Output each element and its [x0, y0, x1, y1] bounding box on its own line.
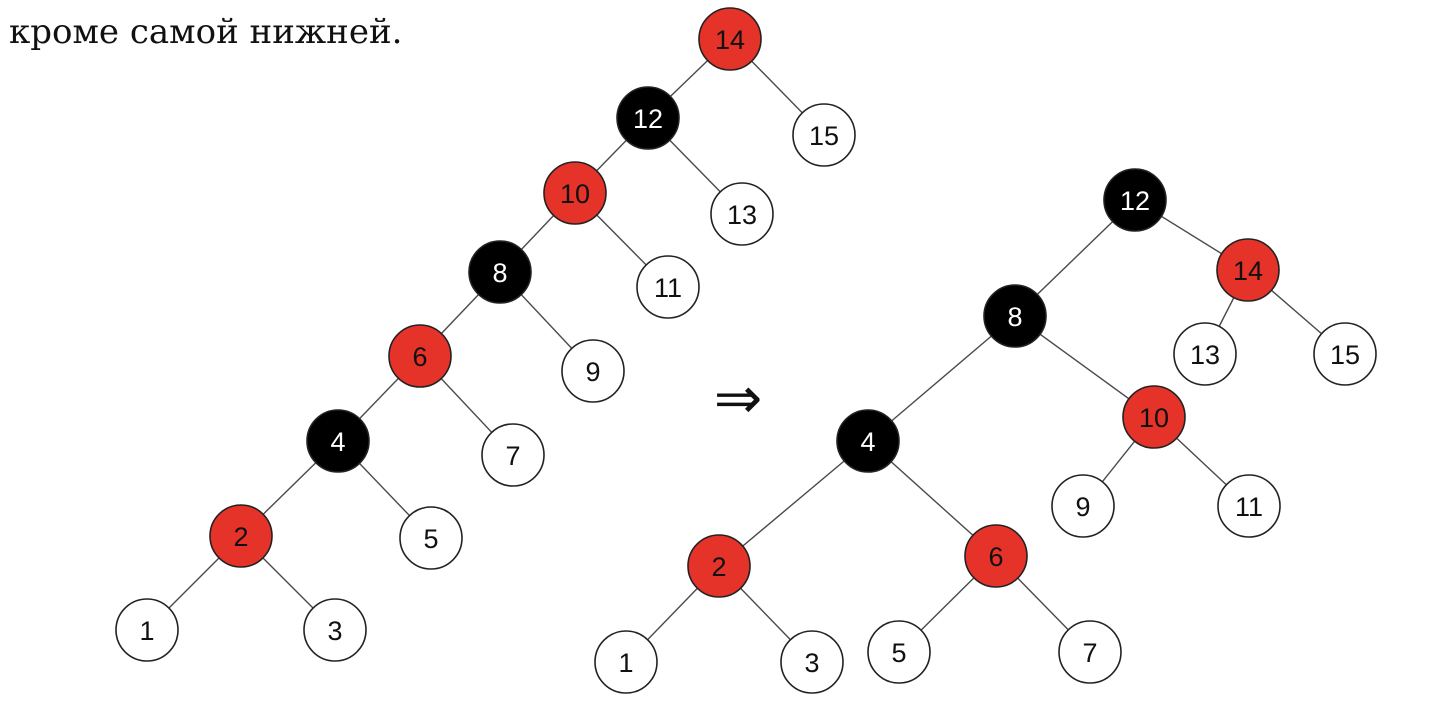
node-circle-white — [636, 255, 700, 319]
node-circle-red — [543, 161, 607, 225]
node-circle-white — [481, 423, 545, 487]
edge-4-2 — [718, 440, 869, 567]
tree-node-2: 2 — [687, 534, 751, 598]
node-label: 9 — [1075, 492, 1090, 522]
node-circle-black — [836, 409, 900, 473]
tree-node-1: 1 — [115, 598, 179, 662]
node-circle-white — [1058, 620, 1122, 684]
tree-node-2: 2 — [209, 504, 273, 568]
node-label: 12 — [1120, 186, 1150, 216]
tree-node-9: 9 — [1051, 474, 1115, 538]
tree-node-1: 1 — [594, 630, 658, 694]
node-circle-red — [209, 504, 273, 568]
node-label: 10 — [1139, 403, 1169, 433]
node-circle-white — [1173, 322, 1237, 386]
node-label: 4 — [330, 427, 345, 457]
node-label: 8 — [492, 258, 507, 288]
node-circle-red — [1122, 385, 1186, 449]
tree-node-3: 3 — [303, 598, 367, 662]
node-circle-white — [710, 182, 774, 246]
node-label: 14 — [1233, 256, 1263, 286]
node-label: 7 — [1082, 638, 1097, 668]
tree-node-4: 4 — [306, 409, 370, 473]
node-label: 13 — [727, 200, 757, 230]
node-label: 2 — [711, 552, 726, 582]
tree-node-9: 9 — [561, 339, 625, 403]
node-circle-white — [561, 339, 625, 403]
tree-node-10: 10 — [543, 161, 607, 225]
node-label: 12 — [633, 104, 663, 134]
tree-node-5: 5 — [867, 620, 931, 684]
node-circle-black — [616, 86, 680, 150]
tree-node-7: 7 — [1058, 620, 1122, 684]
node-label: 14 — [715, 25, 745, 55]
caption-text: кроме самой нижней. — [9, 12, 403, 52]
node-circle-black — [1103, 168, 1167, 232]
node-circle-white — [1051, 474, 1115, 538]
node-circle-white — [303, 598, 367, 662]
node-label: 3 — [327, 616, 342, 646]
node-label: 3 — [804, 648, 819, 678]
node-label: 5 — [423, 524, 438, 554]
node-circle-white — [399, 506, 463, 570]
node-circle-red — [687, 534, 751, 598]
tree-node-15: 15 — [792, 103, 856, 167]
tree-node-13: 13 — [1173, 322, 1237, 386]
node-label: 2 — [233, 522, 248, 552]
tree-node-8: 8 — [468, 240, 532, 304]
node-label: 11 — [1235, 492, 1263, 522]
tree-node-3: 3 — [780, 630, 844, 694]
tree-node-8: 8 — [983, 284, 1047, 348]
node-label: 1 — [139, 616, 154, 646]
tree-node-4: 4 — [836, 409, 900, 473]
node-label: 5 — [891, 638, 906, 668]
edge-8-4 — [867, 315, 1016, 442]
node-circle-white — [1217, 474, 1281, 538]
node-circle-red — [964, 524, 1028, 588]
tree-node-15: 15 — [1313, 322, 1377, 386]
tree-node-10: 10 — [1122, 385, 1186, 449]
node-label: 6 — [988, 542, 1003, 572]
node-circle-white — [1313, 322, 1377, 386]
node-label: 10 — [560, 179, 590, 209]
node-label: 8 — [1007, 302, 1022, 332]
tree-node-6: 6 — [388, 324, 452, 388]
node-label: 4 — [860, 427, 875, 457]
tree-node-5: 5 — [399, 506, 463, 570]
tree-node-12: 12 — [1103, 168, 1167, 232]
node-circle-red — [388, 324, 452, 388]
tree-node-12: 12 — [616, 86, 680, 150]
tree-node-13: 13 — [710, 182, 774, 246]
node-circle-black — [306, 409, 370, 473]
node-circle-white — [792, 103, 856, 167]
node-label: 6 — [412, 342, 427, 372]
transform-arrow: ⇒ — [714, 364, 763, 432]
node-circle-red — [698, 7, 762, 71]
node-circle-black — [983, 284, 1047, 348]
node-circle-white — [594, 630, 658, 694]
node-label: 7 — [505, 441, 520, 471]
tree-node-11: 11 — [1217, 474, 1281, 538]
tree-node-11: 11 — [636, 255, 700, 319]
node-circle-white — [780, 630, 844, 694]
tree-node-7: 7 — [481, 423, 545, 487]
node-label: 15 — [809, 121, 839, 151]
node-circle-white — [867, 620, 931, 684]
node-circle-black — [468, 240, 532, 304]
tree-node-14: 14 — [698, 7, 762, 71]
node-label: 9 — [585, 357, 600, 387]
node-circle-red — [1216, 238, 1280, 302]
tree-node-6: 6 — [964, 524, 1028, 588]
node-label: 11 — [654, 273, 682, 303]
tree-node-14: 14 — [1216, 238, 1280, 302]
node-label: 13 — [1190, 340, 1220, 370]
node-label: 1 — [618, 648, 633, 678]
node-label: 15 — [1330, 340, 1360, 370]
node-circle-white — [115, 598, 179, 662]
